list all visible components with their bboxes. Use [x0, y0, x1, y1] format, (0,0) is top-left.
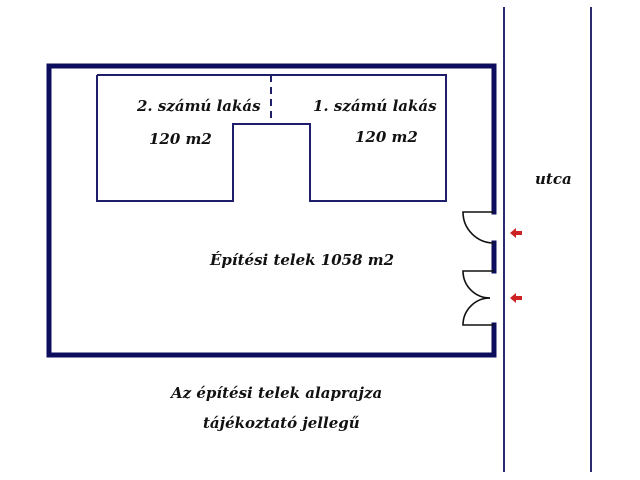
street-label: utca	[535, 170, 572, 188]
door-lower-bottom-leaf	[462, 297, 494, 326]
apartment-2-area: 120 m2	[149, 130, 212, 148]
apartment-1-area: 120 m2	[355, 128, 418, 146]
apartment-1-label: 1. számú lakás	[313, 97, 437, 115]
door-upper	[462, 211, 495, 244]
caption-line-2: tájékoztató jellegű	[203, 414, 360, 432]
lot-boundary	[46, 63, 497, 358]
door-swings	[462, 211, 495, 326]
caption-line-1: Az építési telek alaprajza	[171, 384, 383, 402]
entrance-arrow-icon	[510, 228, 522, 238]
door-lower-top-leaf	[462, 270, 494, 299]
entrance-arrow-icon	[510, 293, 522, 303]
lot-label: Építési telek 1058 m2	[210, 251, 395, 269]
building-outline	[96, 74, 447, 202]
apartment-2-label: 2. számú lakás	[137, 97, 261, 115]
